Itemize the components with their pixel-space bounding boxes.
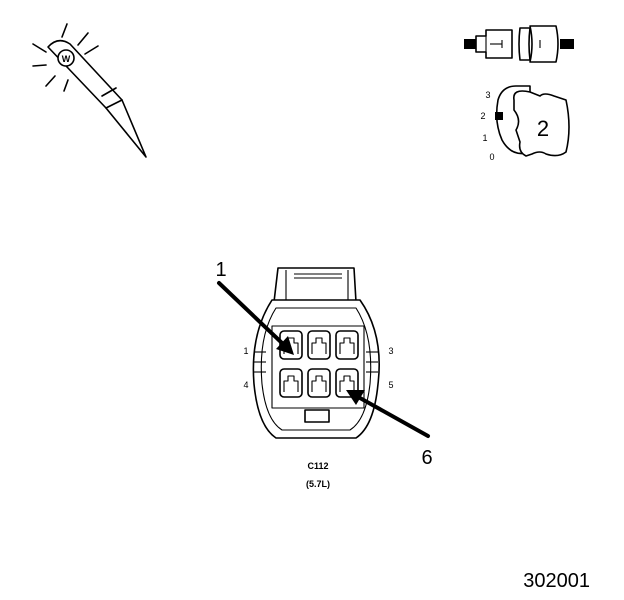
cavity-3 [335, 330, 359, 360]
cavity-label-5: 5 [388, 380, 393, 390]
connector-variant: (5.7L) [306, 479, 330, 489]
cavity-label-3: 3 [388, 346, 393, 356]
ignition-switch-icon: 3 2 1 0 2 [480, 85, 570, 162]
callout-label-1: 1 [215, 259, 226, 281]
key-position-1: 1 [482, 133, 487, 143]
test-probe-icon: W [32, 23, 147, 158]
key-position-3: 3 [485, 90, 490, 100]
figure-number: 302001 [523, 570, 590, 592]
callout-label-6: 6 [421, 447, 432, 469]
cavity-2 [307, 330, 331, 360]
connector-name: C112 [307, 461, 328, 471]
key-position-0: 0 [489, 152, 494, 162]
connector-c112: 1 3 4 5 [243, 267, 394, 439]
key-position-2: 2 [480, 111, 485, 121]
callout-arrow-1 [217, 281, 294, 355]
cavity-4 [279, 368, 303, 398]
svg-text:W: W [62, 54, 71, 64]
key-position-indicator: 2 [537, 116, 549, 141]
cavity-label-1: 1 [243, 346, 248, 356]
light-burst-icon [32, 23, 99, 92]
connector-separated-icon [464, 25, 574, 63]
callout-arrow-6 [346, 390, 430, 438]
cavity-5 [307, 368, 331, 398]
cavity-label-4: 4 [243, 380, 248, 390]
